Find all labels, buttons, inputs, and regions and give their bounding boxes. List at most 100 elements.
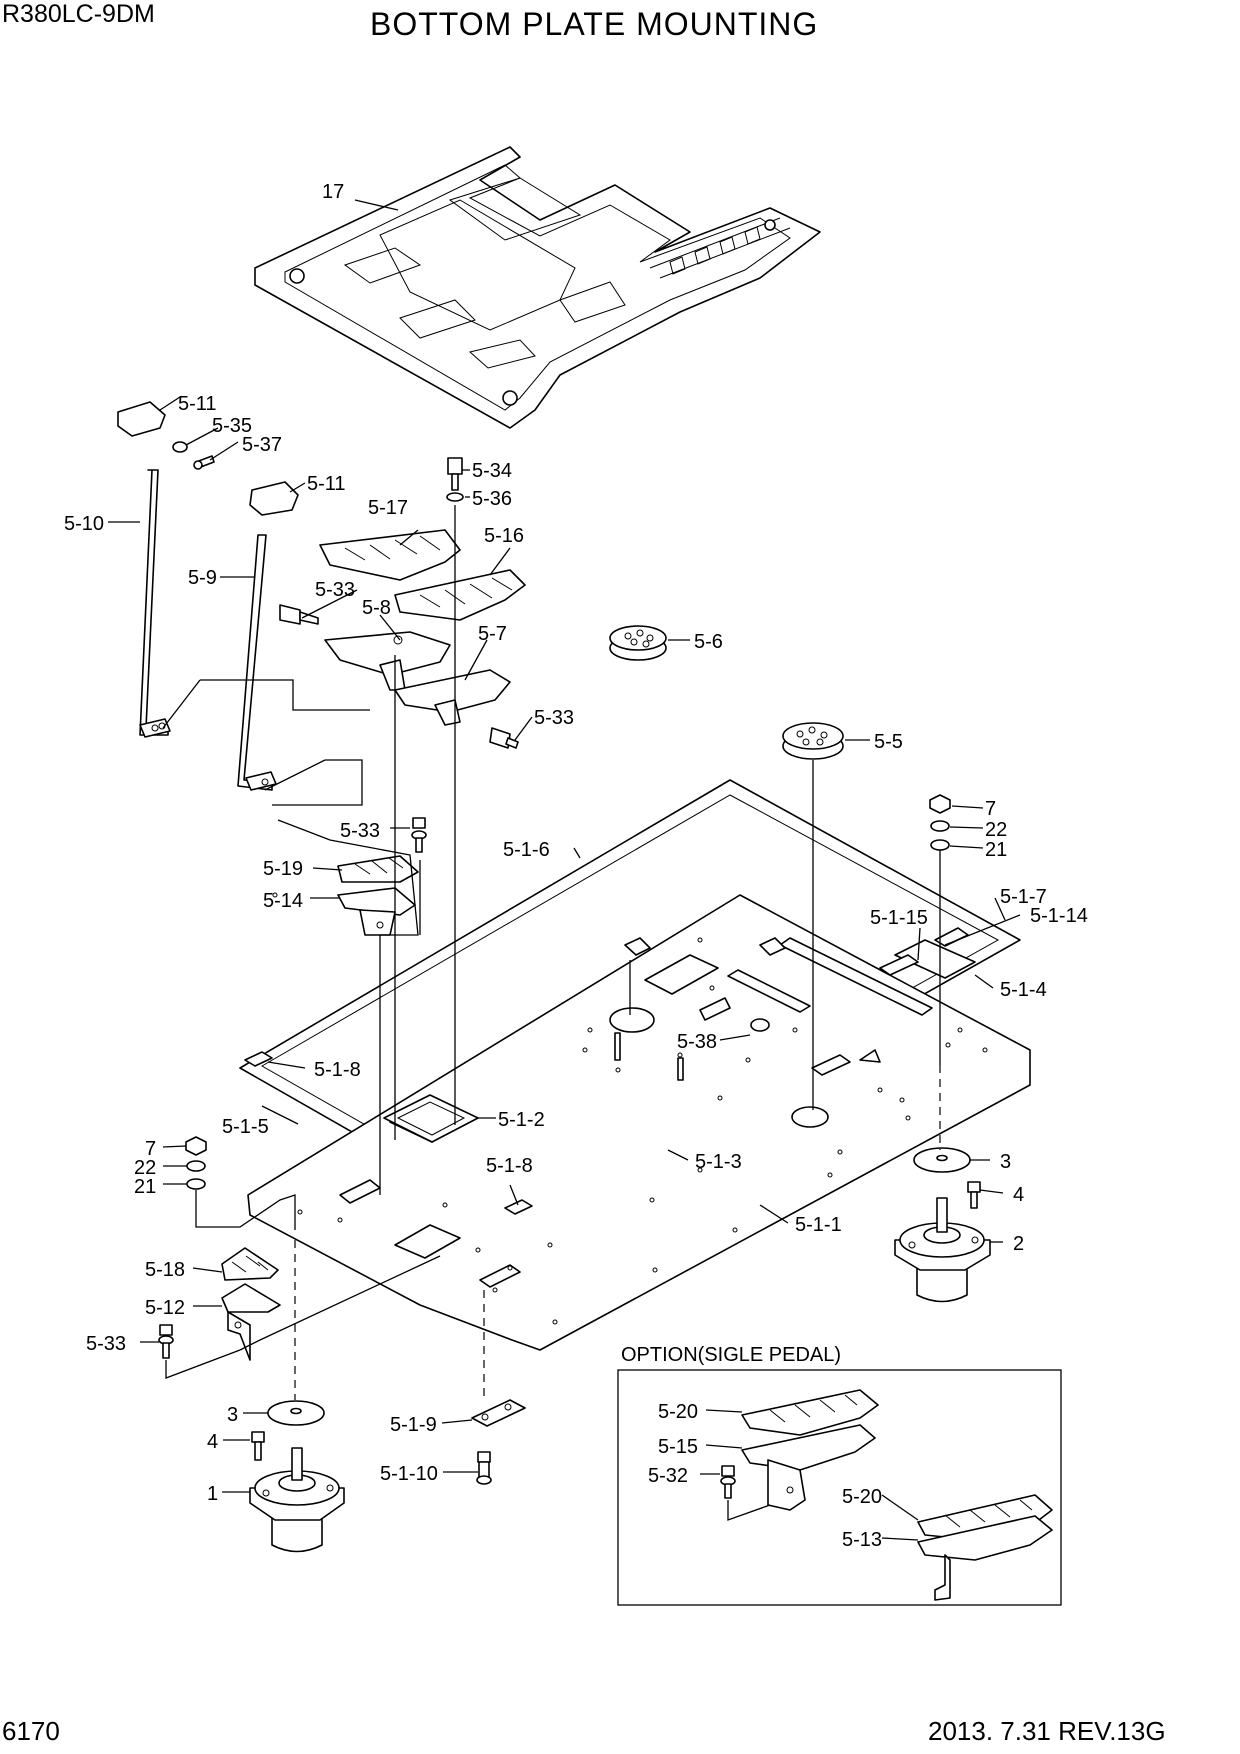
callout-label: 2 xyxy=(1013,1233,1024,1255)
callout-label: 5-33 xyxy=(340,820,380,842)
callout-label: 5-1-3 xyxy=(695,1151,742,1173)
callout-label: 17 xyxy=(322,181,344,203)
washer-22-right xyxy=(930,820,950,832)
callout-label: 5-12 xyxy=(145,1297,185,1319)
callout-label: 5-38 xyxy=(677,1031,717,1053)
bolt-5-32 xyxy=(720,1465,736,1499)
part-5-1-8-clip xyxy=(244,1051,533,1215)
callout-label: 5-33 xyxy=(86,1333,126,1355)
callout-label: 5-1-14 xyxy=(1030,905,1088,927)
washer-3-left xyxy=(267,1400,325,1426)
hidden-lines xyxy=(294,1065,941,1400)
part-5-19-pedal-cover xyxy=(337,855,419,883)
callout-label: 5-1-8 xyxy=(486,1155,533,1177)
callout-label: 5-18 xyxy=(145,1259,185,1281)
bolt-5-33-left xyxy=(411,817,427,853)
callout-label: 5-36 xyxy=(472,488,512,510)
part-5-10-lever-rod xyxy=(117,401,171,738)
callout-label: 5-35 xyxy=(212,415,252,437)
callout-label: 5-32 xyxy=(648,1465,688,1487)
callout-label: 4 xyxy=(1013,1184,1024,1206)
callout-label: 5-9 xyxy=(188,567,217,589)
part-17-floor-mat xyxy=(254,146,821,429)
callout-label: 4 xyxy=(207,1431,218,1453)
bolt-5-37 xyxy=(193,455,215,470)
callout-label: 5-14 xyxy=(263,890,303,912)
bolt-4-right xyxy=(967,1181,981,1209)
callout-label: 5-1-6 xyxy=(503,839,550,861)
part-5-1-14-strip xyxy=(934,927,969,947)
washer-22-left xyxy=(186,1160,206,1172)
bolt-4-left xyxy=(251,1431,265,1461)
washer-21-left xyxy=(186,1178,206,1190)
callout-label: 5-1-15 xyxy=(870,907,928,929)
callout-label: 5-34 xyxy=(472,460,512,482)
callout-label: 5-33 xyxy=(315,579,355,601)
part-5-16-pedal-cover xyxy=(394,569,526,621)
callout-label: 7 xyxy=(985,798,996,820)
part-5-13-pedal xyxy=(917,1515,1053,1601)
callout-label: 5-11 xyxy=(178,393,217,415)
callout-label: 5-6 xyxy=(694,631,723,653)
part-5-18-pedal-cover xyxy=(221,1247,279,1281)
callout-label: 22 xyxy=(134,1157,156,1179)
callout-label: 5-5 xyxy=(874,731,903,753)
part-1-mount-left xyxy=(249,1447,345,1553)
callout-label: 5-8 xyxy=(362,597,391,619)
bolt-5-33-lower xyxy=(158,1324,174,1359)
washer-5-35 xyxy=(172,441,188,453)
callout-label: 5-11 xyxy=(307,473,346,495)
revision-date: 2013. 7.31 REV.13G xyxy=(928,1716,1166,1746)
nut-7-right xyxy=(929,794,951,814)
callout-label: 5-1-7 xyxy=(1000,886,1047,908)
callout-label: 5-17 xyxy=(368,497,408,519)
callout-label: 5-1-4 xyxy=(1000,979,1047,1001)
part-5-5-grommet xyxy=(782,722,844,760)
callout-label: 5-13 xyxy=(842,1529,882,1551)
part-5-15-pedal xyxy=(741,1424,876,1511)
washer-21-right xyxy=(930,839,950,851)
option-single-pedal-box xyxy=(617,1369,1062,1606)
part-2-mount-right xyxy=(894,1197,991,1303)
part-5-7-pedal xyxy=(394,669,511,726)
part-5-1-1-bottom-plate xyxy=(247,892,1031,1351)
washer-5-36 xyxy=(446,492,464,502)
bolt-5-33-mid xyxy=(489,727,519,749)
callout-label: 3 xyxy=(1000,1151,1011,1173)
nut-7-left xyxy=(185,1136,207,1156)
callout-label: 5-1-8 xyxy=(314,1059,361,1081)
callout-label: 21 xyxy=(134,1176,156,1198)
option-box-title: OPTION(SIGLE PEDAL) xyxy=(621,1344,841,1366)
callout-label: 7 xyxy=(145,1138,156,1160)
bolt-5-34 xyxy=(447,457,463,491)
part-5-17-pedal-cover xyxy=(319,529,461,581)
callout-label: 5-37 xyxy=(242,434,282,456)
model-number: R380LC-9DM xyxy=(2,0,155,28)
callout-label: 5-1-5 xyxy=(222,1116,269,1138)
page-number: 6170 xyxy=(2,1716,60,1746)
bolt-5-33-upper xyxy=(279,604,319,625)
part-5-12-pedal xyxy=(221,1283,281,1361)
callout-label: 3 xyxy=(227,1404,238,1426)
part-5-20-pedal-cover-a xyxy=(741,1389,879,1436)
callout-label: 21 xyxy=(985,839,1007,861)
part-5-8-pedal xyxy=(324,631,451,691)
callout-label: 5-1-1 xyxy=(795,1214,842,1236)
callout-labels: 17 5-11 5-35 5-37 5-11 5-10 5-9 5-34 5-3… xyxy=(64,181,1088,1551)
part-5-1-15-strip xyxy=(879,954,919,976)
leader-lines xyxy=(108,199,1021,1541)
callout-label: 1 xyxy=(207,1483,218,1505)
callout-label: 5-20 xyxy=(658,1401,698,1423)
part-5-1-9-bracket xyxy=(471,1399,526,1427)
callout-label: 5-7 xyxy=(478,623,507,645)
callout-label: 5-20 xyxy=(842,1486,882,1508)
callout-label: 5-15 xyxy=(658,1436,698,1458)
callout-label: 5-1-9 xyxy=(390,1414,437,1436)
washer-3-right xyxy=(913,1147,971,1173)
callout-label: 5-10 xyxy=(64,513,104,535)
callout-label: 5-33 xyxy=(534,707,574,729)
part-5-14-pedal xyxy=(337,887,416,936)
part-5-1-10-bolt xyxy=(476,1451,492,1485)
